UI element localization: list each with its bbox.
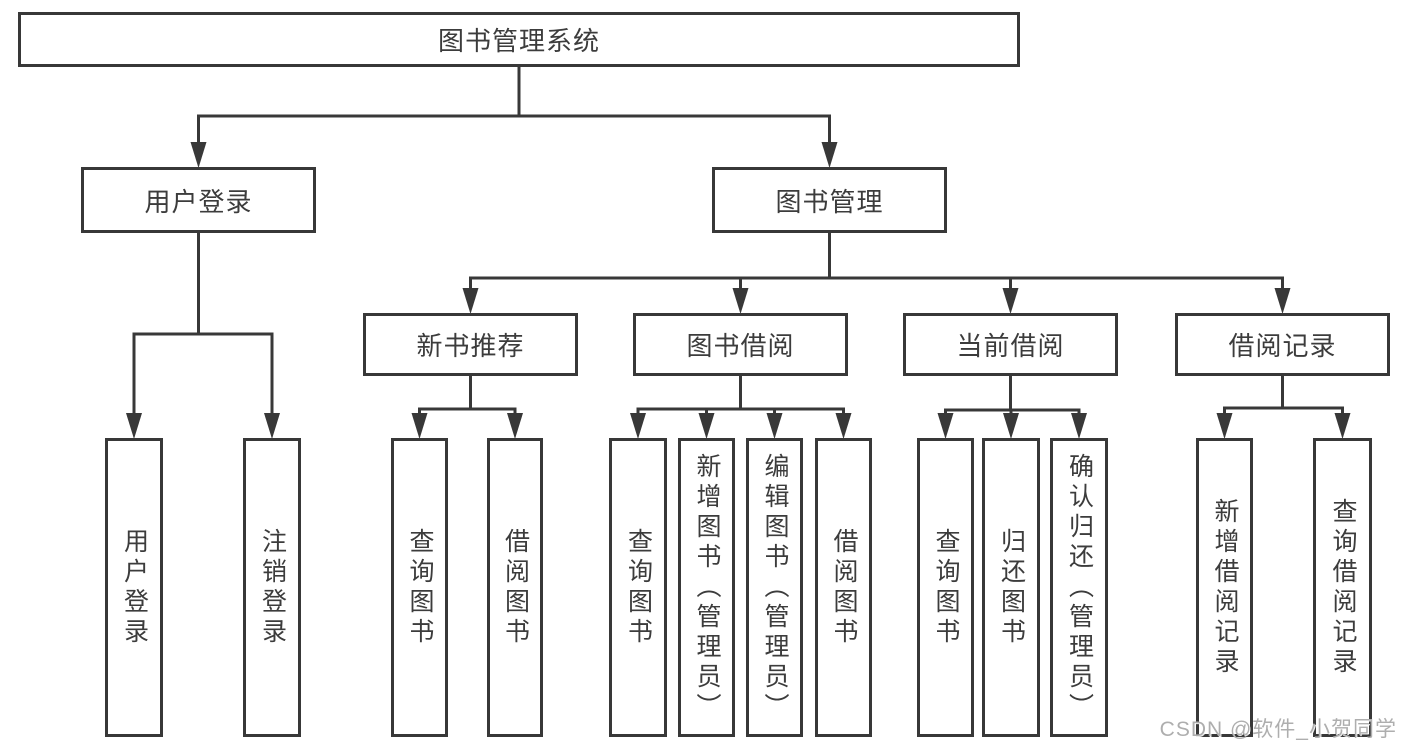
node-label: 查询图书: [624, 527, 653, 648]
node-label: 新书推荐: [416, 331, 525, 361]
node-label: 归还图书: [997, 527, 1026, 648]
arrowhead-icon: [190, 142, 207, 168]
arrowhead-icon: [630, 413, 646, 439]
arrowhead-icon: [1003, 413, 1019, 439]
borrow-books-leaf: 借阅图书: [815, 438, 872, 737]
arrowhead-icon: [264, 413, 280, 439]
arrowhead-icon: [766, 413, 783, 439]
arrowhead-icon: [507, 413, 523, 439]
arrowhead-icon: [1071, 413, 1087, 439]
node-label: 借阅图书: [830, 527, 858, 648]
arrowhead-icon: [1274, 288, 1291, 314]
logout-leaf: 注销登录: [243, 438, 301, 737]
node-label: 借阅记录: [1228, 331, 1337, 361]
node-label: 图书管理: [775, 186, 884, 217]
arrowhead-icon: [732, 288, 749, 314]
node-label: 查询图书: [406, 527, 434, 648]
current-borrow-box: 当前借阅: [903, 313, 1118, 376]
arrowhead-icon: [462, 288, 479, 314]
node-label: 查询借阅记录: [1329, 497, 1357, 678]
arrowhead-icon: [835, 413, 852, 439]
query-books-leaf: 查询图书: [391, 438, 448, 737]
query-books-leaf: 查询图书: [917, 438, 974, 737]
node-label: 图书管理系统: [437, 26, 600, 56]
node-label: 确认归还（管理员）: [1065, 452, 1094, 723]
node-label: 用户登录: [144, 186, 253, 217]
user-login-box: 用户登录: [81, 167, 316, 233]
borrow-records-box: 借阅记录: [1175, 313, 1390, 376]
edit-books-admin-leaf: 编辑图书（管理员）: [746, 438, 803, 737]
node-label: 查询图书: [932, 527, 960, 648]
node-label: 用户登录: [120, 527, 149, 648]
node-label: 新增图书（管理员）: [693, 452, 721, 723]
user-login-leaf: 用户登录: [105, 438, 163, 737]
arrowhead-icon: [411, 413, 428, 439]
watermark: CSDN @软件_小贺同学: [1159, 718, 1397, 741]
node-label: 图书借阅: [686, 331, 795, 361]
node-label: 当前借阅: [956, 331, 1065, 361]
book-management-box: 图书管理: [712, 167, 947, 233]
arrowhead-icon: [1334, 413, 1351, 439]
library-management-system-box: 图书管理系统: [18, 12, 1020, 67]
confirm-return-admin-leaf: 确认归还（管理员）: [1050, 438, 1108, 737]
arrowhead-icon: [821, 142, 838, 168]
node-label: 编辑图书（管理员）: [761, 452, 789, 723]
query-borrow-record-leaf: 查询借阅记录: [1313, 438, 1372, 737]
borrow-books-leaf: 借阅图书: [487, 438, 543, 737]
book-borrow-box: 图书借阅: [633, 313, 848, 376]
arrowhead-icon: [1002, 288, 1019, 314]
node-label: 借阅图书: [501, 527, 530, 648]
return-books-leaf: 归还图书: [982, 438, 1040, 737]
node-label: 新增借阅记录: [1211, 497, 1239, 678]
arrowhead-icon: [937, 413, 954, 439]
node-label: 注销登录: [258, 527, 287, 648]
arrowhead-icon: [126, 413, 142, 439]
new-book-recommend-box: 新书推荐: [363, 313, 578, 376]
arrowhead-icon: [698, 413, 715, 439]
add-borrow-record-leaf: 新增借阅记录: [1196, 438, 1253, 737]
arrowhead-icon: [1216, 413, 1233, 439]
query-books-leaf: 查询图书: [609, 438, 667, 737]
add-books-admin-leaf: 新增图书（管理员）: [678, 438, 735, 737]
